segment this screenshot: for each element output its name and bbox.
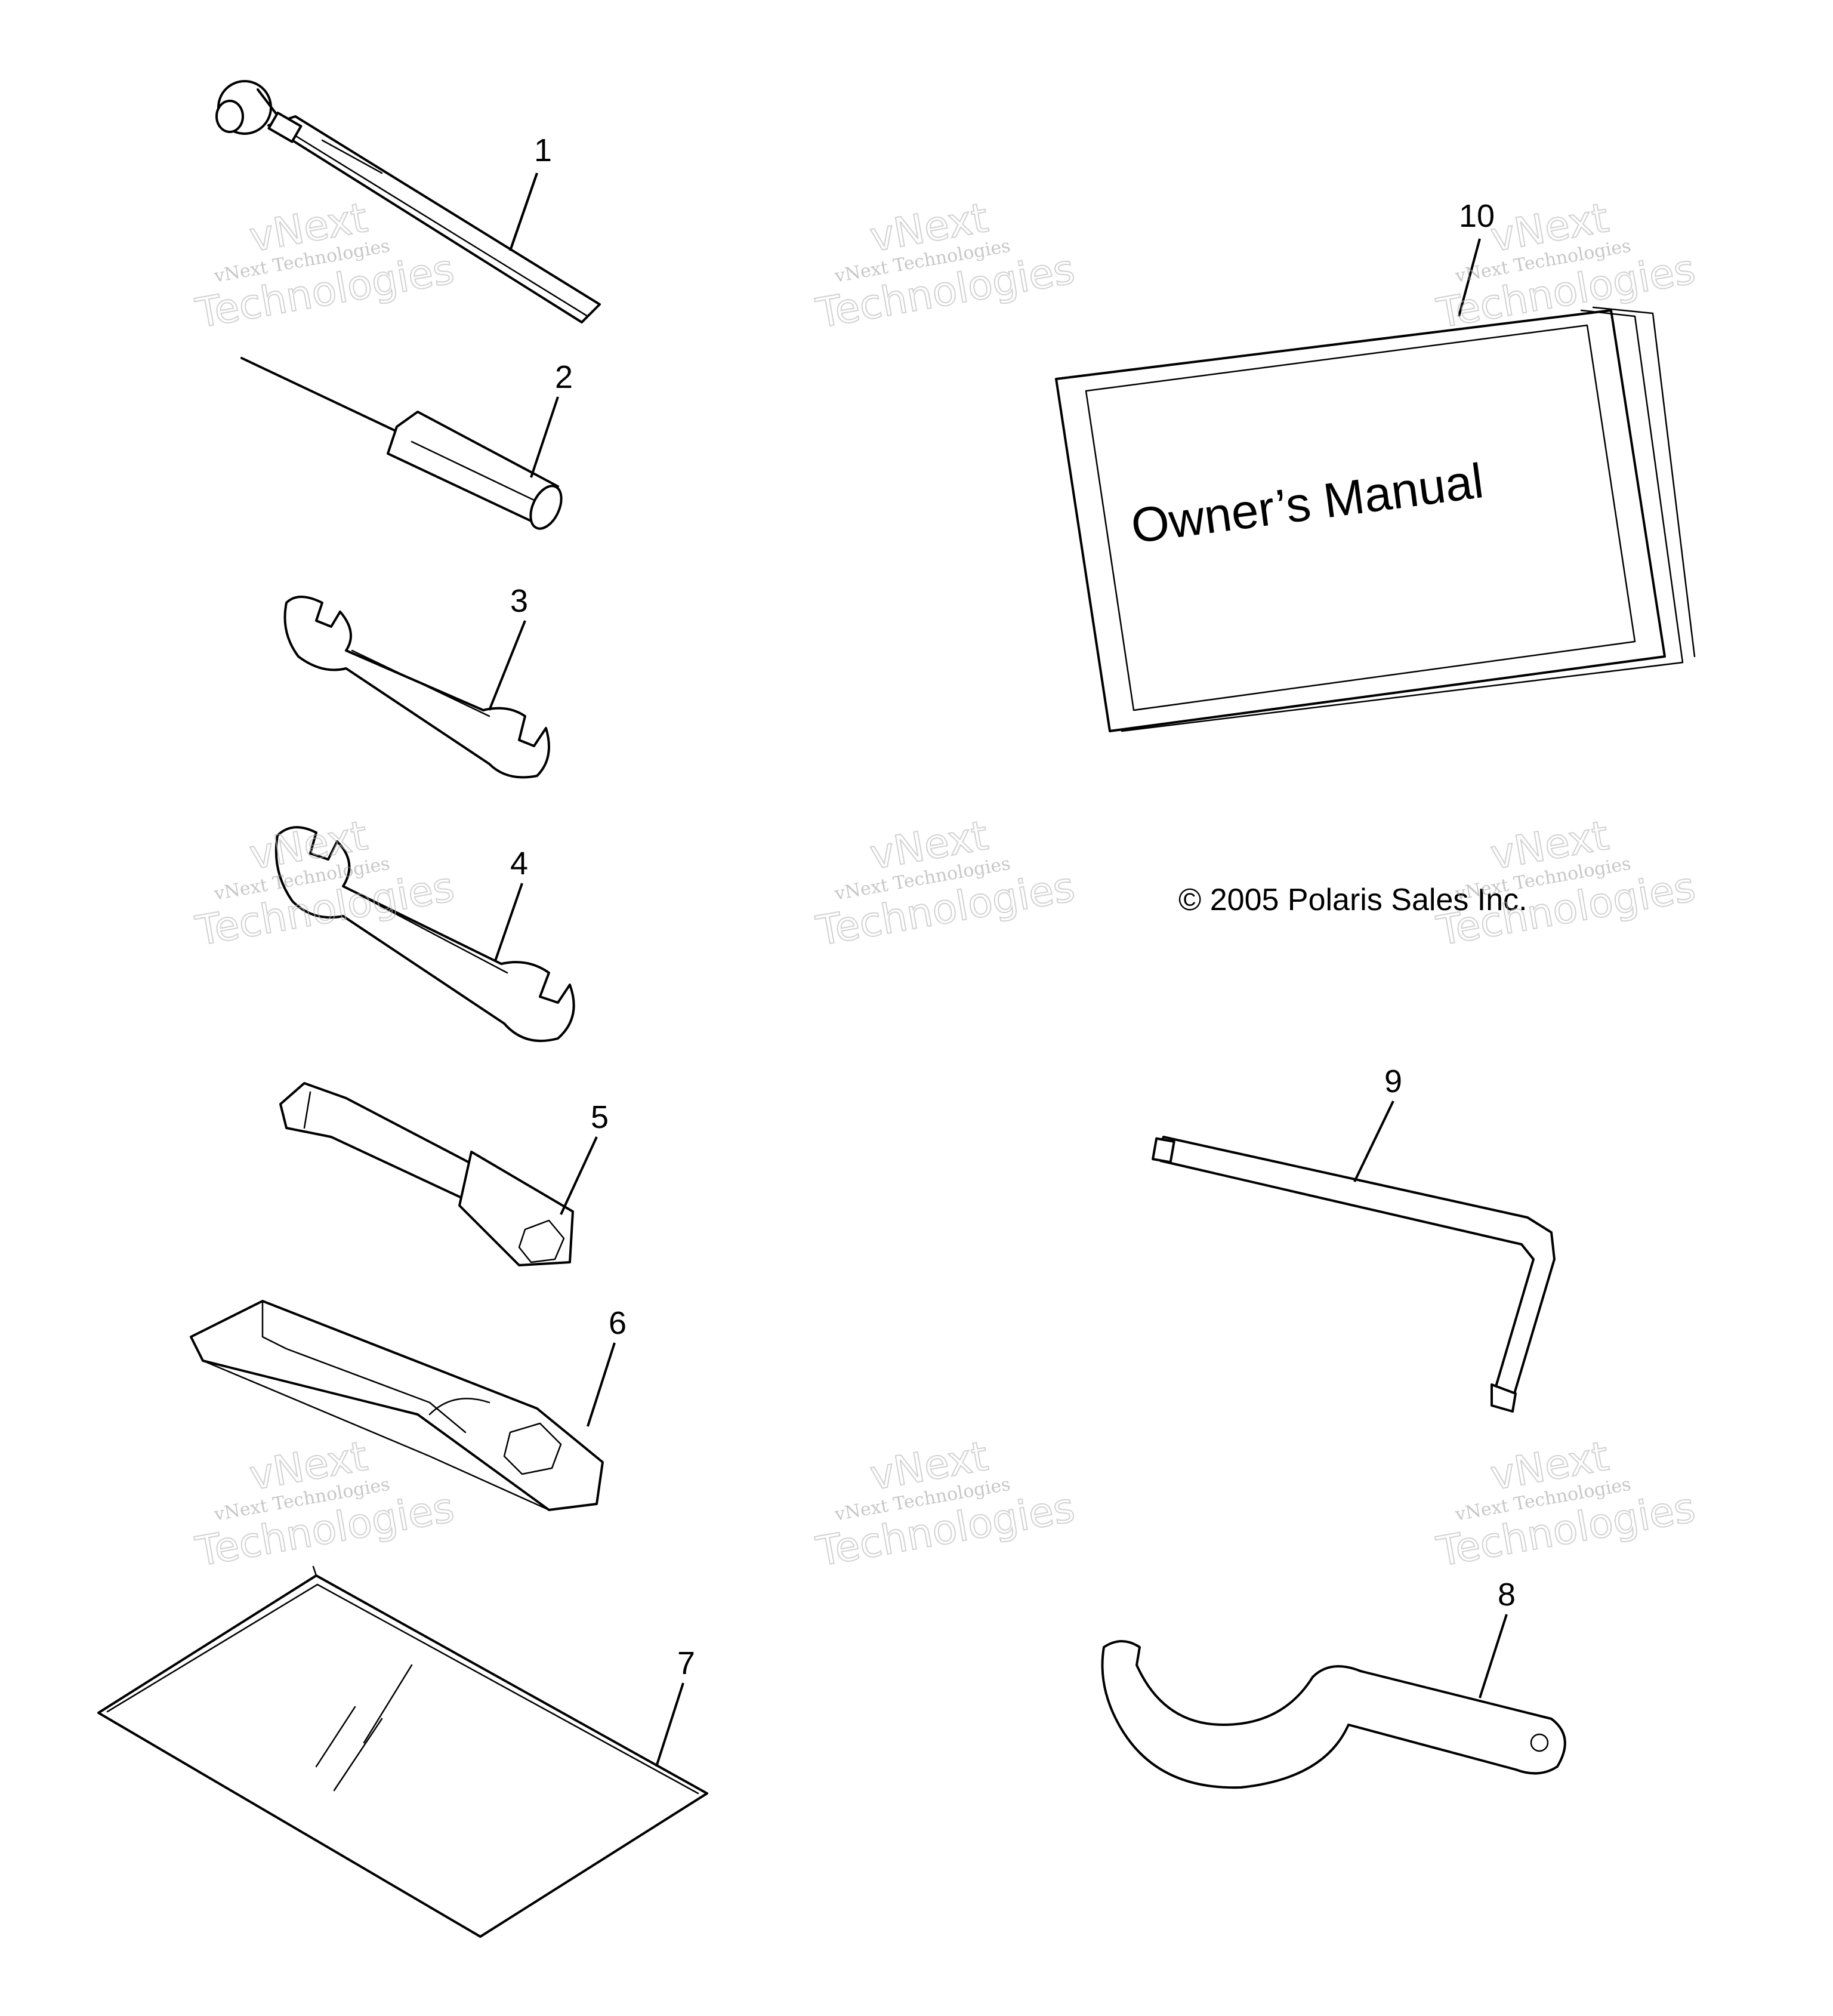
watermark: vNext vNext Technologies Technologies — [812, 812, 1079, 956]
callout-6: 6 — [609, 1305, 627, 1341]
callout-5: 5 — [591, 1099, 609, 1135]
callout-7: 7 — [677, 1645, 695, 1681]
spanner-wrench — [1101, 1640, 1566, 1789]
open-end-wrench-small — [283, 596, 550, 779]
copyright-notice: © 2005 Polaris Sales Inc. — [1178, 883, 1528, 917]
open-end-wrench-large — [274, 826, 575, 1043]
tool-holder-wrench — [190, 1300, 604, 1511]
callout-10: 10 — [1459, 198, 1495, 234]
callout-3: 3 — [510, 583, 528, 619]
callout-9: 9 — [1384, 1064, 1402, 1099]
callout-8: 8 — [1498, 1577, 1516, 1613]
watermark: vNext vNext Technologies Technologies — [192, 1432, 458, 1577]
watermark: vNext vNext Technologies Technologies — [812, 1432, 1079, 1577]
watermark: vNext vNext Technologies Technologies — [1433, 1432, 1699, 1577]
hex-key — [1152, 1136, 1556, 1413]
callout-1: 1 — [534, 132, 552, 168]
watermark: vNext vNext Technologies Technologies — [1433, 812, 1699, 956]
callout-2: 2 — [555, 359, 573, 395]
callout-numbers: 1 2 3 4 5 6 7 8 9 10 — [510, 132, 1516, 1681]
screwdriver — [240, 357, 563, 530]
callout-4: 4 — [510, 846, 528, 881]
owners-manual: Owner’s Manual — [1055, 306, 1696, 732]
tool-bag — [97, 1565, 708, 1938]
leader-lines — [488, 172, 1508, 1767]
spark-plug-socket — [279, 1082, 574, 1266]
watermark: vNext vNext Technologies Technologies — [812, 194, 1079, 338]
tire-gauge — [215, 80, 601, 323]
